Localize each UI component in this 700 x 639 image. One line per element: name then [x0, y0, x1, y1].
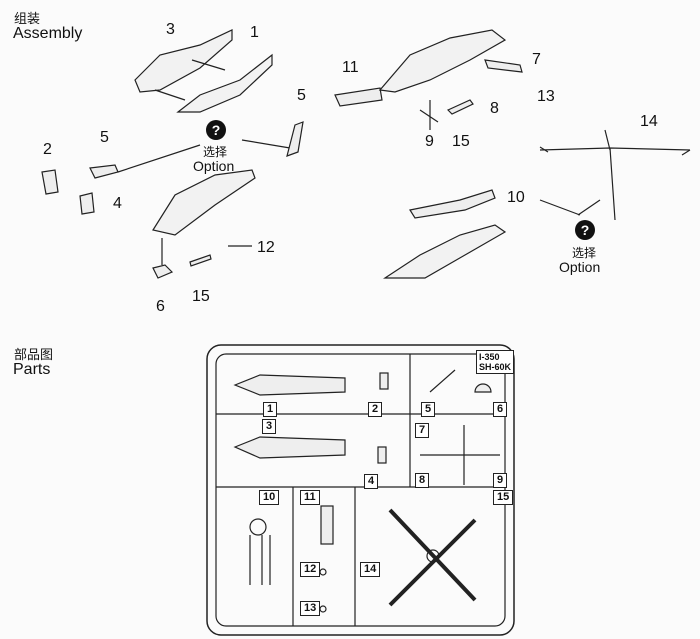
parts-title-cn: 部品图	[14, 347, 54, 362]
part-number-13: 13	[300, 601, 321, 616]
option-label-cn: 选择	[572, 246, 597, 260]
part-number-4: 4	[364, 474, 379, 489]
option-label-cn: 选择	[203, 145, 228, 159]
fuselage-right	[378, 29, 507, 93]
part-5-alt	[286, 121, 304, 157]
callout-13: 13	[537, 88, 555, 105]
part-6	[152, 264, 174, 279]
part-14	[539, 147, 691, 221]
callout-14: 14	[640, 113, 658, 130]
callout-9: 9	[425, 133, 434, 150]
part-number-5: 5	[421, 402, 436, 417]
part-7	[484, 59, 523, 73]
part-number-1: 1	[263, 402, 278, 417]
callout-15-right: 15	[452, 133, 470, 150]
sprue-frame	[206, 344, 515, 636]
part-number-6: 6	[493, 402, 508, 417]
part-5	[89, 164, 119, 179]
part-14-blades	[539, 129, 691, 156]
assembly-title-cn: 组装	[14, 11, 41, 26]
part-4	[79, 192, 95, 215]
part-9	[419, 100, 439, 130]
callout-5: 5	[100, 129, 109, 146]
sprue-code: I-350	[479, 352, 500, 362]
callout-1: 1	[250, 24, 259, 41]
part-number-12: 12	[300, 562, 321, 577]
part-8	[446, 99, 474, 115]
callout-10: 10	[507, 189, 525, 206]
part-15	[189, 254, 212, 267]
part-number-8: 8	[415, 473, 430, 488]
callout-5-alt: 5	[297, 87, 306, 104]
question-icon: ?	[206, 120, 226, 140]
part-number-10: 10	[259, 490, 280, 505]
option-label-en: Option	[193, 158, 235, 174]
part-number-3: 3	[262, 419, 277, 434]
part-number-11: 11	[300, 490, 320, 505]
callout-11: 11	[342, 59, 359, 76]
part-number-15: 15	[493, 490, 514, 505]
part-10	[409, 189, 496, 219]
fuselage-right-2	[382, 224, 507, 279]
sprue-model: SH-60K	[479, 362, 512, 372]
fuselage-half-1	[176, 53, 273, 113]
part-11	[334, 87, 383, 107]
question-icon: ?	[575, 220, 595, 240]
callout-4: 4	[113, 195, 122, 212]
option-label-en: Option	[559, 259, 601, 275]
callout-6: 6	[156, 298, 165, 315]
part-number-9: 9	[493, 473, 508, 488]
callout-3: 3	[166, 21, 175, 38]
part-2	[41, 169, 59, 195]
assembly-title-en: Assembly	[13, 25, 83, 42]
parts-title-en: Parts	[13, 361, 51, 378]
part-number-7: 7	[415, 423, 430, 438]
callout-15: 15	[192, 288, 210, 305]
part-number-14: 14	[360, 562, 381, 577]
callout-12: 12	[257, 239, 275, 256]
fuselage-half-3	[134, 29, 233, 93]
callout-7: 7	[532, 51, 541, 68]
part-number-2: 2	[368, 402, 383, 417]
callout-2: 2	[43, 141, 52, 158]
fuselage-assembled	[152, 169, 256, 236]
callout-8: 8	[490, 100, 499, 117]
